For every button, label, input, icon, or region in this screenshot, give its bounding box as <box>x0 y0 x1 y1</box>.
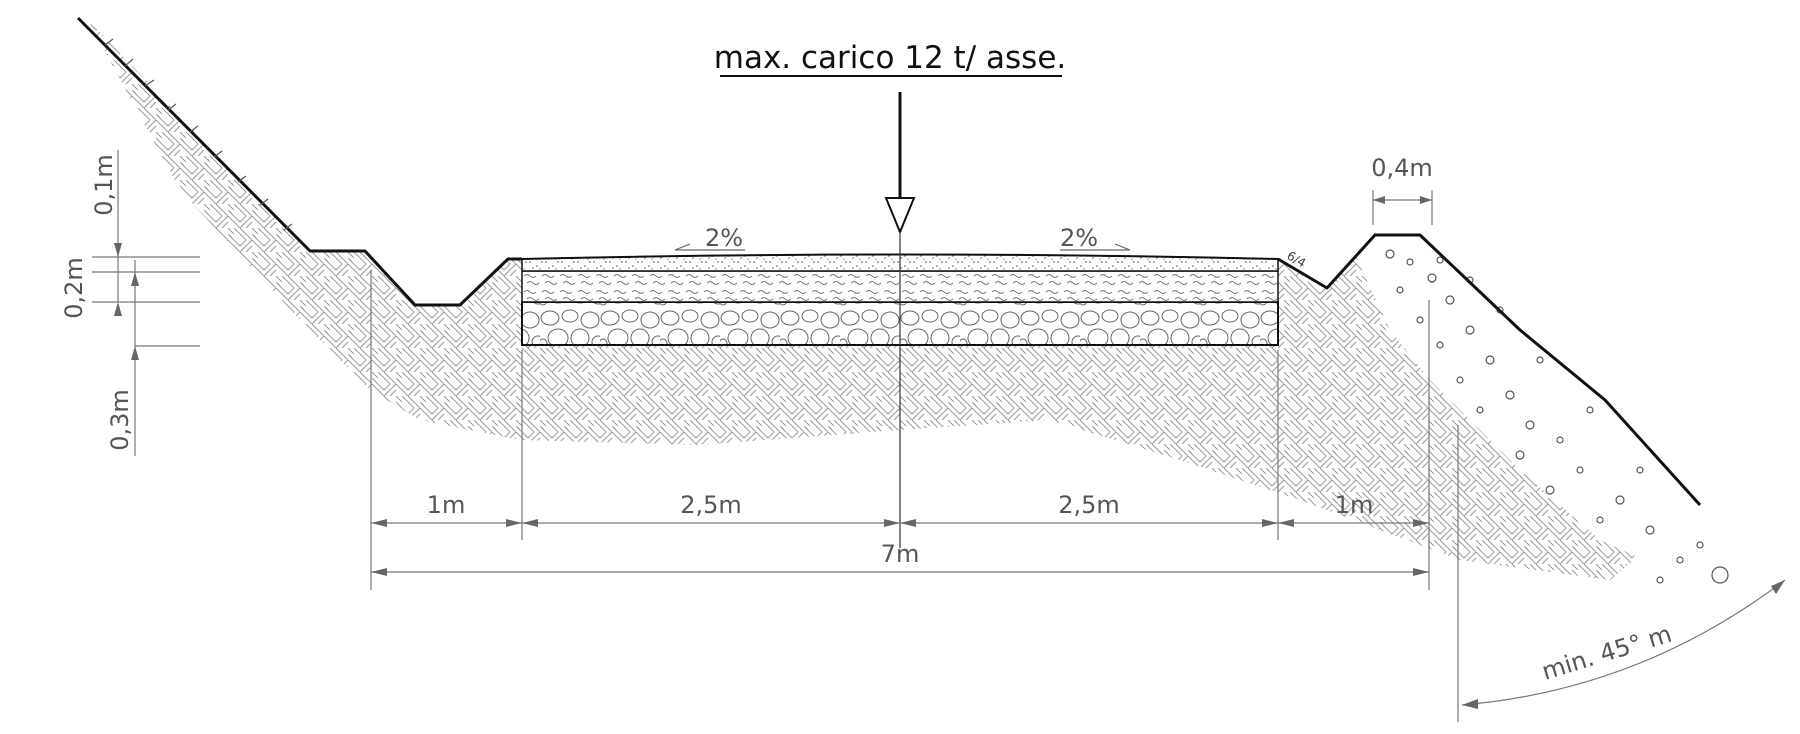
dim-ditch-left: 1m <box>427 491 466 519</box>
slope-left-arrow <box>674 243 745 251</box>
load-arrow-head <box>884 197 916 235</box>
gravel-circles <box>1385 249 1729 584</box>
horizontal-dimensions: 1m 2,5m 2,5m 1m 7m <box>370 270 1430 590</box>
dim-total-width: 7m <box>881 540 920 568</box>
slope-left-label: 2% <box>705 224 743 252</box>
dim-subbase-layer: 0,3m <box>106 389 134 451</box>
dim-lane-left: 2,5m <box>680 491 742 519</box>
grass-ticks <box>104 38 293 231</box>
slope-right-arrow <box>1060 243 1131 251</box>
layer-dimensions: 0,1m 0,2m 0,3m <box>60 150 200 456</box>
dim-shoulder-width: 0,4m <box>1371 154 1433 182</box>
terrain-outline-right <box>1277 233 1702 507</box>
slope-right-label: 2% <box>1060 224 1098 252</box>
dim-top-layer: 0,1m <box>90 154 118 216</box>
gravel-embankment <box>1355 235 1790 590</box>
page-title: max. carico 12 t/ asse. <box>714 40 1067 76</box>
soil-mass <box>88 20 1700 580</box>
dim-ditch-right: 1m <box>1335 491 1374 519</box>
dim-base-layer: 0,2m <box>60 257 88 319</box>
dim-lane-right: 2,5m <box>1058 491 1120 519</box>
shoulder-dimension: 0,4m <box>1371 154 1433 225</box>
terrain-outline-left <box>76 16 522 307</box>
